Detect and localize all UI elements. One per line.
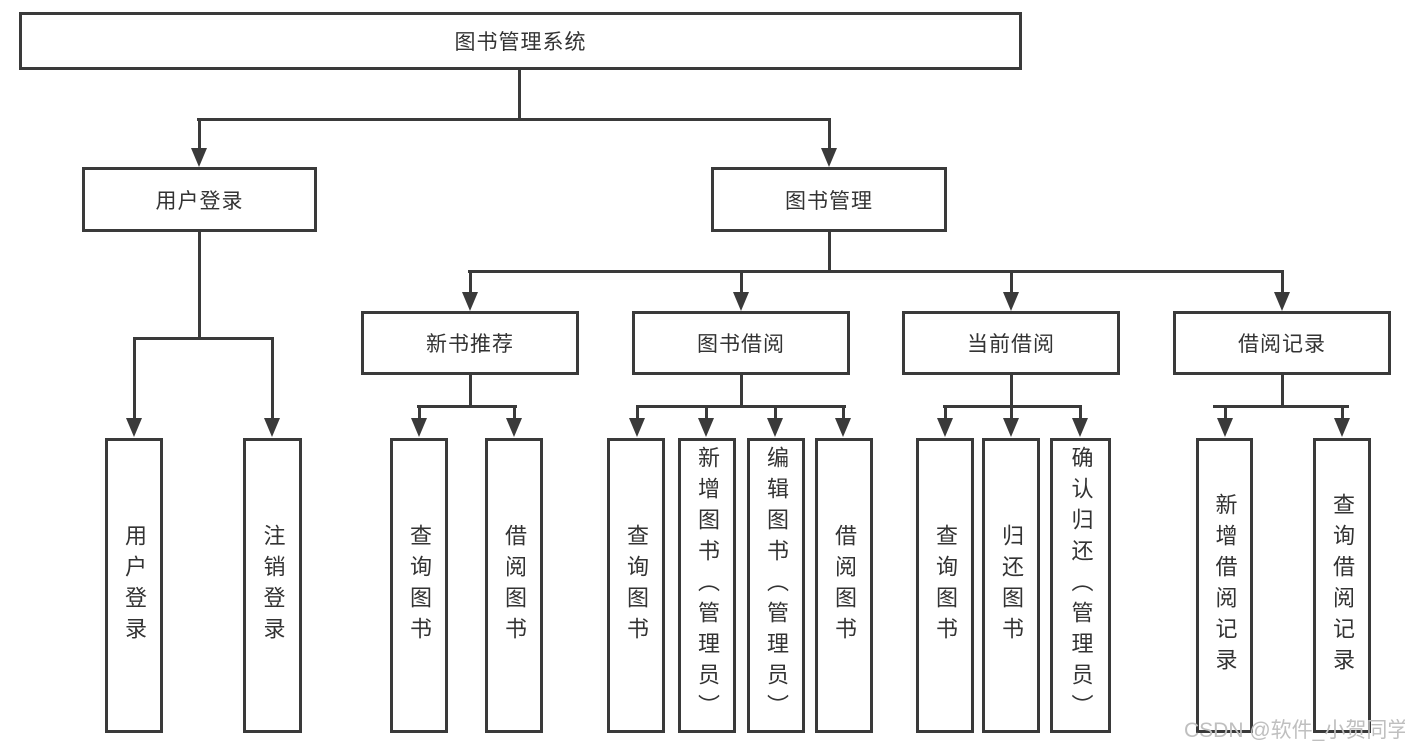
arrow-down-icon (411, 418, 427, 437)
connector-borrow-record-split (1213, 405, 1349, 408)
arrow-down-icon (1217, 418, 1233, 437)
connector-borrow-record-stem (1281, 375, 1284, 405)
node-book-borrow-label: 图书借阅 (697, 333, 785, 356)
node-user-login-label: 用户登录 (155, 189, 244, 213)
connector-leaf-drop (418, 405, 421, 419)
connector-user-login-drop (198, 118, 201, 149)
node-current-borrow-label: 当前借阅 (967, 333, 1055, 356)
node-book-management: 图书管理 (711, 167, 947, 232)
arrow-down-icon (1003, 292, 1019, 311)
leaf-query-borrow-record: 查询借阅记录 (1313, 438, 1371, 733)
connector-new-book-recommend-split (417, 405, 517, 408)
connector-leaf-drop (842, 405, 845, 419)
connector-current-borrow-stem (1010, 375, 1013, 405)
connector-book-management-drop (828, 118, 831, 149)
leaf-add-book-admin-label: 新增图书（管理员） (695, 446, 720, 725)
connector-book-borrow-split (636, 405, 846, 408)
leaf-confirm-return-admin-label: 确认归还（管理员） (1068, 446, 1094, 725)
leaf-query-book-recommend-label: 查询图书 (407, 523, 432, 648)
connector-new-book-recommend-stem (469, 375, 472, 405)
node-borrow-record-label: 借阅记录 (1238, 333, 1326, 356)
arrow-down-icon (126, 418, 142, 437)
node-book-management-label: 图书管理 (785, 189, 873, 213)
arrow-down-icon (191, 148, 207, 167)
leaf-query-borrow-record-label: 查询借阅记录 (1330, 492, 1355, 679)
connector-leaf-drop (513, 405, 516, 419)
leaf-borrow-book-borrow-label: 借阅图书 (832, 523, 857, 648)
leaf-logout-login-label: 注销登录 (260, 523, 286, 648)
node-new-book-recommend-label: 新书推荐 (426, 333, 514, 356)
leaf-query-book-current: 查询图书 (916, 438, 974, 733)
connector-user-login-stem (198, 232, 201, 337)
arrow-down-icon (629, 418, 645, 437)
connector-leaf-drop (1224, 405, 1227, 419)
leaf-return-book-label: 归还图书 (999, 523, 1024, 648)
connector-leaf-logout-drop (271, 337, 274, 419)
leaf-query-book-recommend: 查询图书 (390, 438, 448, 733)
connector-leaf-drop (1079, 405, 1082, 419)
leaf-add-book-admin: 新增图书（管理员） (678, 438, 736, 733)
arrow-down-icon (937, 418, 953, 437)
connector-leaf-drop (1010, 405, 1013, 419)
arrow-down-icon (264, 418, 280, 437)
leaf-add-borrow-record: 新增借阅记录 (1196, 438, 1253, 733)
connector-borrow-record-drop (1281, 270, 1284, 293)
leaf-return-book: 归还图书 (982, 438, 1040, 733)
connector-book-management-split (468, 270, 1282, 273)
arrow-down-icon (506, 418, 522, 437)
leaf-borrow-book-recommend: 借阅图书 (485, 438, 543, 733)
connector-root-split (197, 118, 831, 121)
node-root: 图书管理系统 (19, 12, 1022, 70)
arrow-down-icon (1003, 418, 1019, 437)
connector-leaf-drop (705, 405, 708, 419)
leaf-logout-login: 注销登录 (243, 438, 302, 733)
connector-leaf-drop (636, 405, 639, 419)
leaf-query-book-borrow-label: 查询图书 (624, 523, 649, 648)
connector-book-borrow-drop (740, 270, 743, 293)
connector-root-stem (518, 69, 521, 119)
arrow-down-icon (698, 418, 714, 437)
connector-leaf-drop (944, 405, 947, 419)
arrow-down-icon (733, 292, 749, 311)
connector-user-login-split (133, 337, 273, 340)
leaf-user-login-label: 用户登录 (122, 523, 147, 648)
arrow-down-icon (821, 148, 837, 167)
node-user-login: 用户登录 (82, 167, 317, 232)
arrow-down-icon (1274, 292, 1290, 311)
node-root-label: 图书管理系统 (454, 31, 587, 54)
node-new-book-recommend: 新书推荐 (361, 311, 579, 375)
arrow-down-icon (767, 418, 783, 437)
leaf-query-book-current-label: 查询图书 (933, 523, 958, 648)
leaf-confirm-return-admin: 确认归还（管理员） (1050, 438, 1111, 733)
leaf-borrow-book-recommend-label: 借阅图书 (502, 523, 527, 648)
arrow-down-icon (1072, 418, 1088, 437)
node-borrow-record: 借阅记录 (1173, 311, 1391, 375)
connector-new-book-recommend-drop (469, 270, 472, 293)
connector-book-management-stem (828, 232, 831, 270)
connector-book-borrow-stem (740, 375, 743, 405)
leaf-edit-book-admin: 编辑图书（管理员） (747, 438, 805, 733)
connector-current-borrow-drop (1010, 270, 1013, 293)
node-book-borrow: 图书借阅 (632, 311, 850, 375)
connector-leaf-drop (1341, 405, 1344, 419)
connector-leaf-drop (774, 405, 777, 419)
arrow-down-icon (1334, 418, 1350, 437)
connector-leaf-user-login-drop (133, 337, 136, 419)
leaf-borrow-book-borrow: 借阅图书 (815, 438, 873, 733)
leaf-user-login: 用户登录 (105, 438, 163, 733)
arrow-down-icon (462, 292, 478, 311)
node-current-borrow: 当前借阅 (902, 311, 1120, 375)
csdn-watermark: CSDN @软件_小贺同学 (1184, 719, 1405, 742)
leaf-query-book-borrow: 查询图书 (607, 438, 665, 733)
leaf-edit-book-admin-label: 编辑图书（管理员） (764, 446, 789, 725)
arrow-down-icon (835, 418, 851, 437)
leaf-add-borrow-record-label: 新增借阅记录 (1212, 492, 1238, 679)
